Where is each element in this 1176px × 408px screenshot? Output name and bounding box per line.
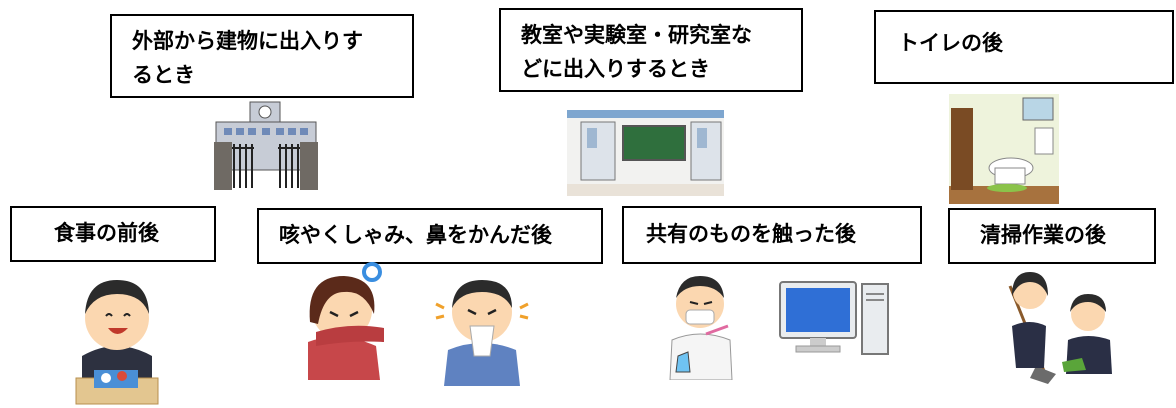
label-after-toilet: トイレの後: [898, 31, 1003, 55]
label-box-after-toilet: トイレの後: [874, 10, 1174, 84]
label-box-shared: 共有のものを触った後: [622, 206, 922, 264]
label-box-meal: 食事の前後: [10, 206, 216, 262]
label-box-enter-building: 外部から建物に出入りす るとき: [110, 14, 414, 98]
label-meal: 食事の前後: [54, 221, 159, 245]
cleaning-students-illustration: [1002, 266, 1124, 384]
nose-blowing-boy-illustration: [432, 266, 532, 386]
school-building-illustration: [210, 98, 322, 192]
toilet-illustration: [949, 94, 1059, 204]
label-cleaning: 清掃作業の後: [980, 223, 1106, 247]
label-shared: 共有のものを触った後: [646, 222, 856, 246]
label-enter-room: 教室や実験室・研究室な どに出入りするとき: [521, 23, 752, 81]
label-enter-building: 外部から建物に出入りす るとき: [132, 29, 363, 87]
label-box-cleaning: 清掃作業の後: [948, 208, 1156, 264]
sneezing-woman-illustration: [300, 262, 392, 382]
label-box-cough: 咳やくしゃみ、鼻をかんだ後: [257, 208, 603, 264]
classroom-illustration: [567, 110, 724, 196]
scientist-illustration: [664, 268, 738, 380]
label-cough: 咳やくしゃみ、鼻をかんだ後: [279, 223, 552, 247]
eating-boy-illustration: [72, 266, 162, 406]
label-box-enter-room: 教室や実験室・研究室な どに出入りするとき: [499, 8, 803, 92]
computer-illustration: [778, 280, 890, 356]
